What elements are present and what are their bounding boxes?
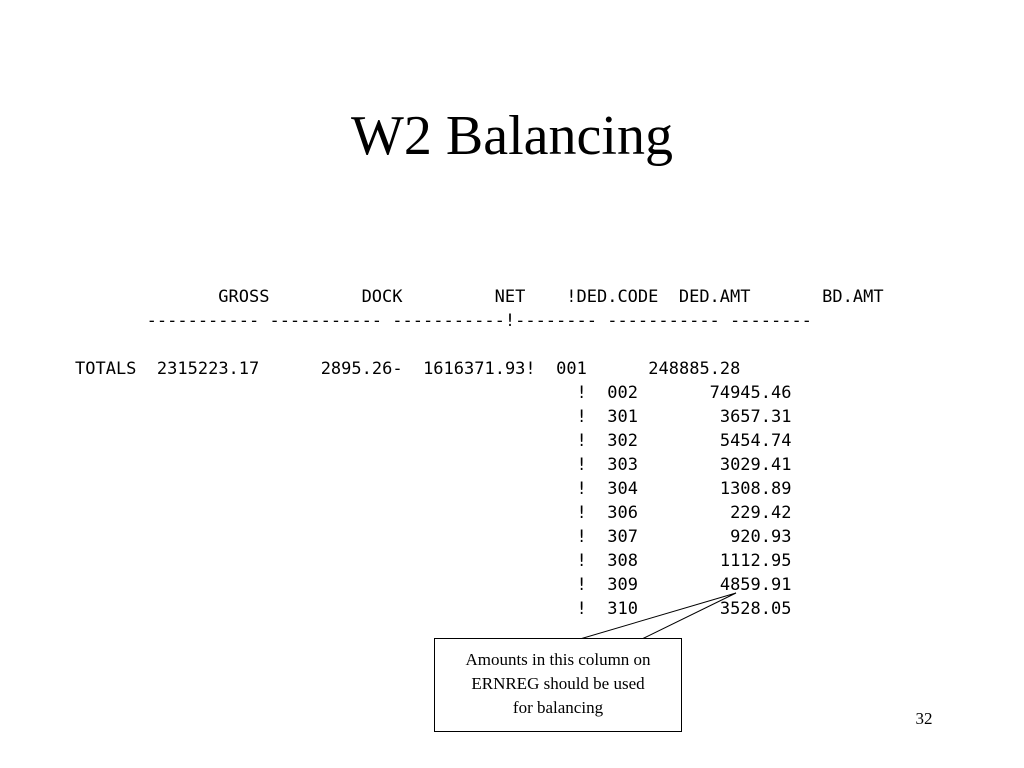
ded-amount: 3528.05: [719, 599, 792, 619]
report-separator-row: ----------- ----------- -----------!----…: [75, 311, 812, 331]
ded-amount: 248885.28: [648, 359, 741, 379]
slide-title: W2 Balancing: [351, 105, 673, 167]
ded-amount: 1308.89: [719, 479, 792, 499]
ded-code: 307: [607, 527, 638, 547]
callout-line: Amounts in this column on: [465, 650, 651, 669]
ded-amount: 74945.46: [709, 383, 792, 403]
payroll-totals-report: GROSS DOCK NET !DED.CODE DED.AMT BD.AMT …: [75, 287, 884, 619]
ded-amount: 229.42: [730, 503, 792, 523]
ded-code: 309: [607, 575, 638, 595]
dock-total: 2895.26-: [320, 359, 403, 379]
net-total: 1616371.93: [423, 359, 526, 379]
ded-code: 308: [607, 551, 638, 571]
ded-amount: 5454.74: [719, 431, 792, 451]
callout-line: for balancing: [512, 698, 604, 717]
ded-code: 301: [607, 407, 638, 427]
ded-code: 306: [607, 503, 638, 523]
ded-code: 310: [607, 599, 638, 619]
ded-code: 001: [556, 359, 587, 379]
report-header-row: GROSS DOCK NET !DED.CODE DED.AMT BD.AMT: [75, 287, 884, 307]
ded-code: 002: [607, 383, 638, 403]
ded-amount: 4859.91: [719, 575, 792, 595]
ded-code: 303: [607, 455, 638, 475]
ded-amount: 3029.41: [719, 455, 792, 475]
ded-code: 304: [607, 479, 638, 499]
ded-amount: 920.93: [730, 527, 792, 547]
ded-amount: 3657.31: [719, 407, 792, 427]
ded-code: 302: [607, 431, 638, 451]
gross-total: 2315223.17: [156, 359, 260, 379]
callout-box: Amounts in this column on ERNREG should …: [434, 638, 682, 732]
totals-label: TOTALS: [75, 359, 137, 379]
callout-line: ERNREG should be used: [471, 674, 645, 693]
page-number: 32: [915, 709, 933, 728]
ded-amount: 1112.95: [719, 551, 792, 571]
